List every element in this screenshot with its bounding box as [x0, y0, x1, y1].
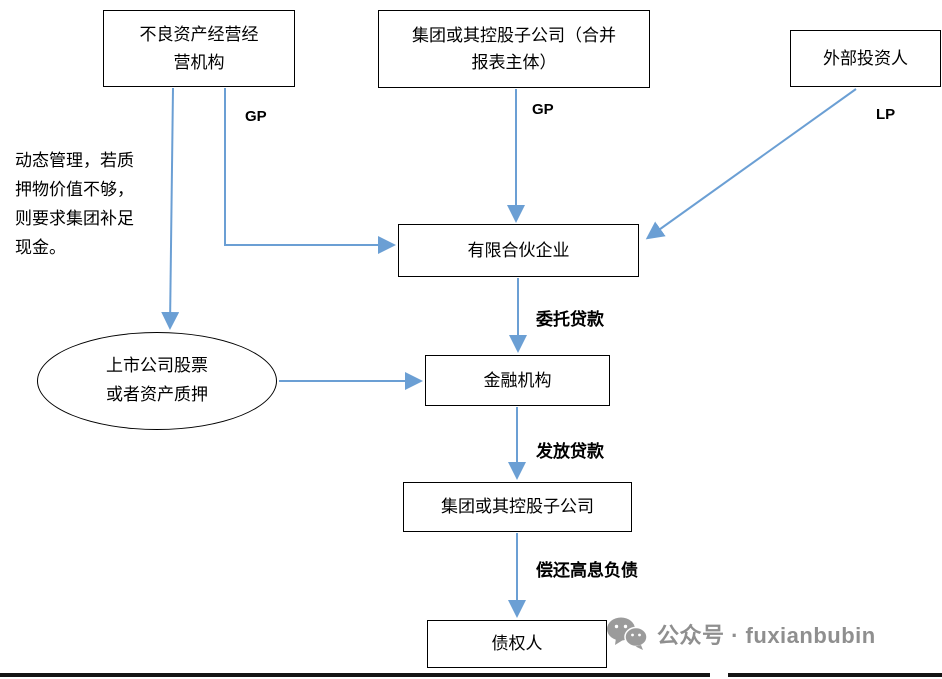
node-creditor: 债权人: [427, 620, 607, 668]
node-group-parent: 集团或其控股子公司（合并 报表主体）: [378, 10, 650, 88]
dynamic-management-note: 动态管理，若质 押物价值不够， 则要求集团补足 现金。: [15, 151, 134, 257]
bottom-rule-left: [0, 673, 710, 677]
node-npa-institution: 不良资产经营经 营机构: [103, 10, 295, 87]
node-external-investor: 外部投资人: [790, 30, 941, 87]
node-financial-institution: 金融机构: [425, 355, 610, 406]
watermark-text: 公众号 · fuxianbubin: [657, 623, 876, 648]
wechat-icon: [607, 617, 648, 650]
flow-label-repay-debt: 偿还高息负债: [536, 561, 638, 580]
edge-label-gp-group: GP: [532, 101, 554, 118]
node-group-subsidiary: 集团或其控股子公司: [403, 482, 632, 532]
edge-label-gp-npa: GP: [245, 108, 267, 125]
bottom-rule-right: [728, 673, 942, 677]
flow-label-entrusted-loan: 委托贷款: [536, 310, 604, 329]
edge-label-lp-investor: LP: [876, 106, 896, 123]
arrow-investor-to-partnership: [645, 88, 857, 240]
watermark: 公众号 · fuxianbubin: [606, 616, 876, 652]
node-limited-partnership: 有限合伙企业: [398, 224, 639, 277]
flow-label-issue-loan: 发放贷款: [536, 442, 604, 461]
node-stock-asset-pledge: 上市公司股票 或者资产质押: [37, 332, 277, 430]
